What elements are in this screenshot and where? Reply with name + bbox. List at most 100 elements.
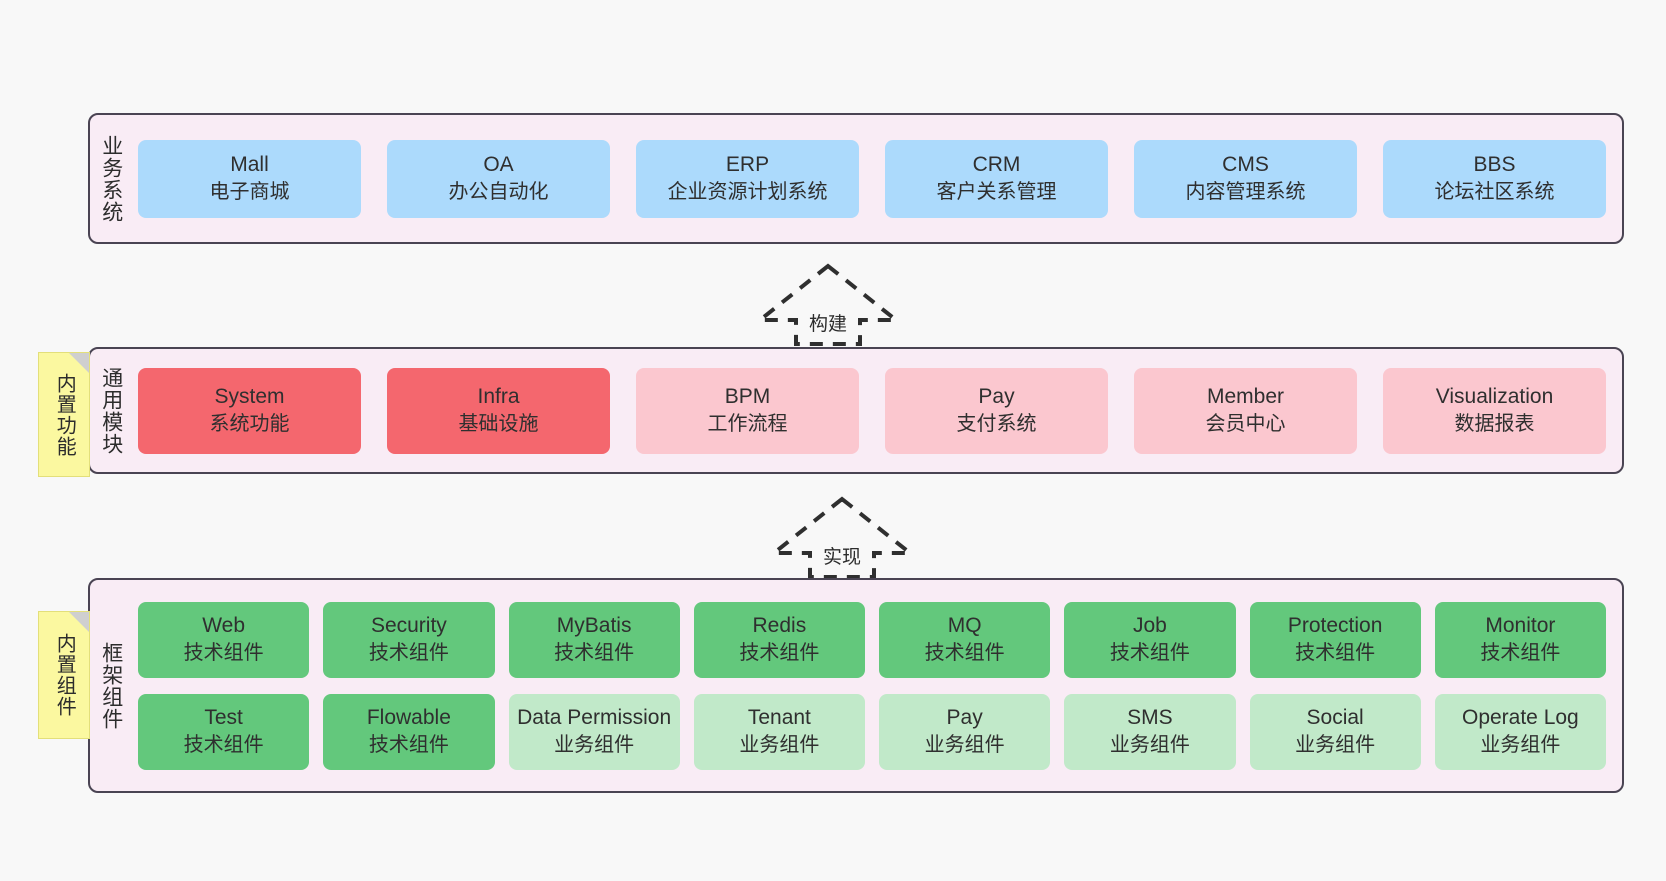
box-subtitle: 办公自动化 xyxy=(448,180,549,203)
framework-box-mybatis[interactable]: MyBatis 技术组件 xyxy=(508,601,680,678)
framework-box-pay[interactable]: Pay 业务组件 xyxy=(879,693,1051,770)
layer-panel-business: 业务系统 Mall 电子商城 OA 办公自动化 ERP 企业资源计划系统 CRM… xyxy=(88,113,1624,244)
box-title: Infra xyxy=(477,385,520,409)
business-box-oa[interactable]: OA 办公自动化 xyxy=(387,139,610,218)
common-box-visualization[interactable]: Visualization 数据报表 xyxy=(1383,367,1606,454)
framework-box-flowable[interactable]: Flowable 技术组件 xyxy=(323,693,495,770)
layer-panel-framework: 框架组件 Web 技术组件 Security 技术组件 MyBatis 技术组件… xyxy=(88,578,1624,793)
box-title: Data Permission xyxy=(517,706,672,730)
box-subtitle: 技术组件 xyxy=(924,641,1005,664)
box-title: MyBatis xyxy=(556,614,632,638)
box-subtitle: 会员中心 xyxy=(1205,412,1286,435)
box-title: BBS xyxy=(1473,153,1516,177)
framework-box-redis[interactable]: Redis 技术组件 xyxy=(693,601,865,678)
box-subtitle: 电子商城 xyxy=(209,180,290,203)
box-subtitle: 业务组件 xyxy=(739,733,820,756)
framework-box-protection[interactable]: Protection 技术组件 xyxy=(1249,601,1421,678)
box-title: Pay xyxy=(946,706,983,730)
sticky-note-builtin-function: 内置功能 xyxy=(38,352,90,477)
connector-arrow-implement: 实现 xyxy=(768,495,916,580)
box-title: OA xyxy=(483,153,514,177)
framework-box-monitor[interactable]: Monitor 技术组件 xyxy=(1434,601,1606,678)
framework-box-mq[interactable]: MQ 技术组件 xyxy=(879,601,1051,678)
framework-box-test[interactable]: Test 技术组件 xyxy=(138,693,310,770)
framework-box-web[interactable]: Web 技术组件 xyxy=(138,601,310,678)
box-title: Mall xyxy=(230,153,269,177)
box-title: Security xyxy=(370,614,447,638)
framework-box-data-permission[interactable]: Data Permission 业务组件 xyxy=(508,693,680,770)
business-box-container: Mall 电子商城 OA 办公自动化 ERP 企业资源计划系统 CRM 客户关系… xyxy=(132,115,1622,242)
framework-box-operate-log[interactable]: Operate Log 业务组件 xyxy=(1434,693,1606,770)
common-box-system[interactable]: System 系统功能 xyxy=(138,367,361,454)
box-subtitle: 技术组件 xyxy=(368,641,449,664)
connector-label-implement: 实现 xyxy=(822,547,861,568)
box-title: Pay xyxy=(978,385,1015,409)
box-subtitle: 内容管理系统 xyxy=(1185,180,1306,203)
common-box-pay[interactable]: Pay 支付系统 xyxy=(885,367,1108,454)
box-subtitle: 技术组件 xyxy=(368,733,449,756)
business-box-crm[interactable]: CRM 客户关系管理 xyxy=(885,139,1108,218)
box-subtitle: 论坛社区系统 xyxy=(1434,180,1555,203)
box-subtitle: 工作流程 xyxy=(707,412,788,435)
framework-box-security[interactable]: Security 技术组件 xyxy=(323,601,495,678)
layer-label-common: 通用模块 xyxy=(99,366,123,455)
box-title: Social xyxy=(1306,706,1364,730)
box-title: MQ xyxy=(947,614,982,638)
layer-panel-common: 通用模块 System 系统功能 Infra 基础设施 BPM 工作流程 Pay… xyxy=(88,347,1624,474)
box-title: Visualization xyxy=(1435,385,1554,409)
box-subtitle: 企业资源计划系统 xyxy=(667,180,828,203)
box-subtitle: 业务组件 xyxy=(1109,733,1190,756)
box-title: Flowable xyxy=(366,706,451,730)
box-subtitle: 技术组件 xyxy=(1480,641,1561,664)
connector-arrow-build: 构建 xyxy=(754,262,902,347)
sticky-note-builtin-component: 内置组件 xyxy=(38,611,90,739)
layer-label-framework: 框架组件 xyxy=(99,641,123,730)
common-box-member[interactable]: Member 会员中心 xyxy=(1134,367,1357,454)
box-subtitle: 技术组件 xyxy=(183,641,264,664)
dashed-up-arrow-icon xyxy=(768,496,916,579)
box-subtitle: 支付系统 xyxy=(956,412,1037,435)
box-subtitle: 基础设施 xyxy=(458,412,539,435)
box-subtitle: 业务组件 xyxy=(1480,733,1561,756)
box-title: BPM xyxy=(724,385,771,409)
box-title: Tenant xyxy=(747,706,811,730)
dashed-up-arrow-icon xyxy=(754,263,902,346)
box-title: Protection xyxy=(1287,614,1383,638)
common-box-container: System 系统功能 Infra 基础设施 BPM 工作流程 Pay 支付系统… xyxy=(132,349,1622,472)
box-subtitle: 技术组件 xyxy=(1295,641,1376,664)
business-box-bbs[interactable]: BBS 论坛社区系统 xyxy=(1383,139,1606,218)
box-title: Redis xyxy=(752,614,807,638)
box-subtitle: 系统功能 xyxy=(209,412,290,435)
box-title: Job xyxy=(1132,614,1167,638)
framework-row-business: Test 技术组件 Flowable 技术组件 Data Permission … xyxy=(138,693,1606,770)
box-subtitle: 业务组件 xyxy=(924,733,1005,756)
business-box-mall[interactable]: Mall 电子商城 xyxy=(138,139,361,218)
box-title: ERP xyxy=(725,153,770,177)
box-subtitle: 业务组件 xyxy=(554,733,635,756)
framework-box-tenant[interactable]: Tenant 业务组件 xyxy=(693,693,865,770)
framework-box-container: Web 技术组件 Security 技术组件 MyBatis 技术组件 Redi… xyxy=(132,580,1622,791)
common-box-bpm[interactable]: BPM 工作流程 xyxy=(636,367,859,454)
box-subtitle: 业务组件 xyxy=(1295,733,1376,756)
framework-box-social[interactable]: Social 业务组件 xyxy=(1249,693,1421,770)
box-title: Test xyxy=(204,706,243,730)
box-subtitle: 技术组件 xyxy=(739,641,820,664)
box-subtitle: 数据报表 xyxy=(1454,412,1535,435)
box-title: CMS xyxy=(1222,153,1269,177)
box-title: Operate Log xyxy=(1461,706,1579,730)
layer-label-business: 业务系统 xyxy=(99,134,123,223)
business-box-erp[interactable]: ERP 企业资源计划系统 xyxy=(636,139,859,218)
box-title: Member xyxy=(1206,385,1285,409)
box-title: CRM xyxy=(972,153,1021,177)
box-subtitle: 技术组件 xyxy=(1109,641,1190,664)
box-title: Web xyxy=(202,614,246,638)
box-title: SMS xyxy=(1127,706,1173,730)
box-subtitle: 客户关系管理 xyxy=(936,180,1057,203)
framework-box-sms[interactable]: SMS 业务组件 xyxy=(1064,693,1236,770)
common-box-infra[interactable]: Infra 基础设施 xyxy=(387,367,610,454)
framework-row-technical: Web 技术组件 Security 技术组件 MyBatis 技术组件 Redi… xyxy=(138,601,1606,678)
framework-box-job[interactable]: Job 技术组件 xyxy=(1064,601,1236,678)
box-title: System xyxy=(214,385,285,409)
business-box-cms[interactable]: CMS 内容管理系统 xyxy=(1134,139,1357,218)
